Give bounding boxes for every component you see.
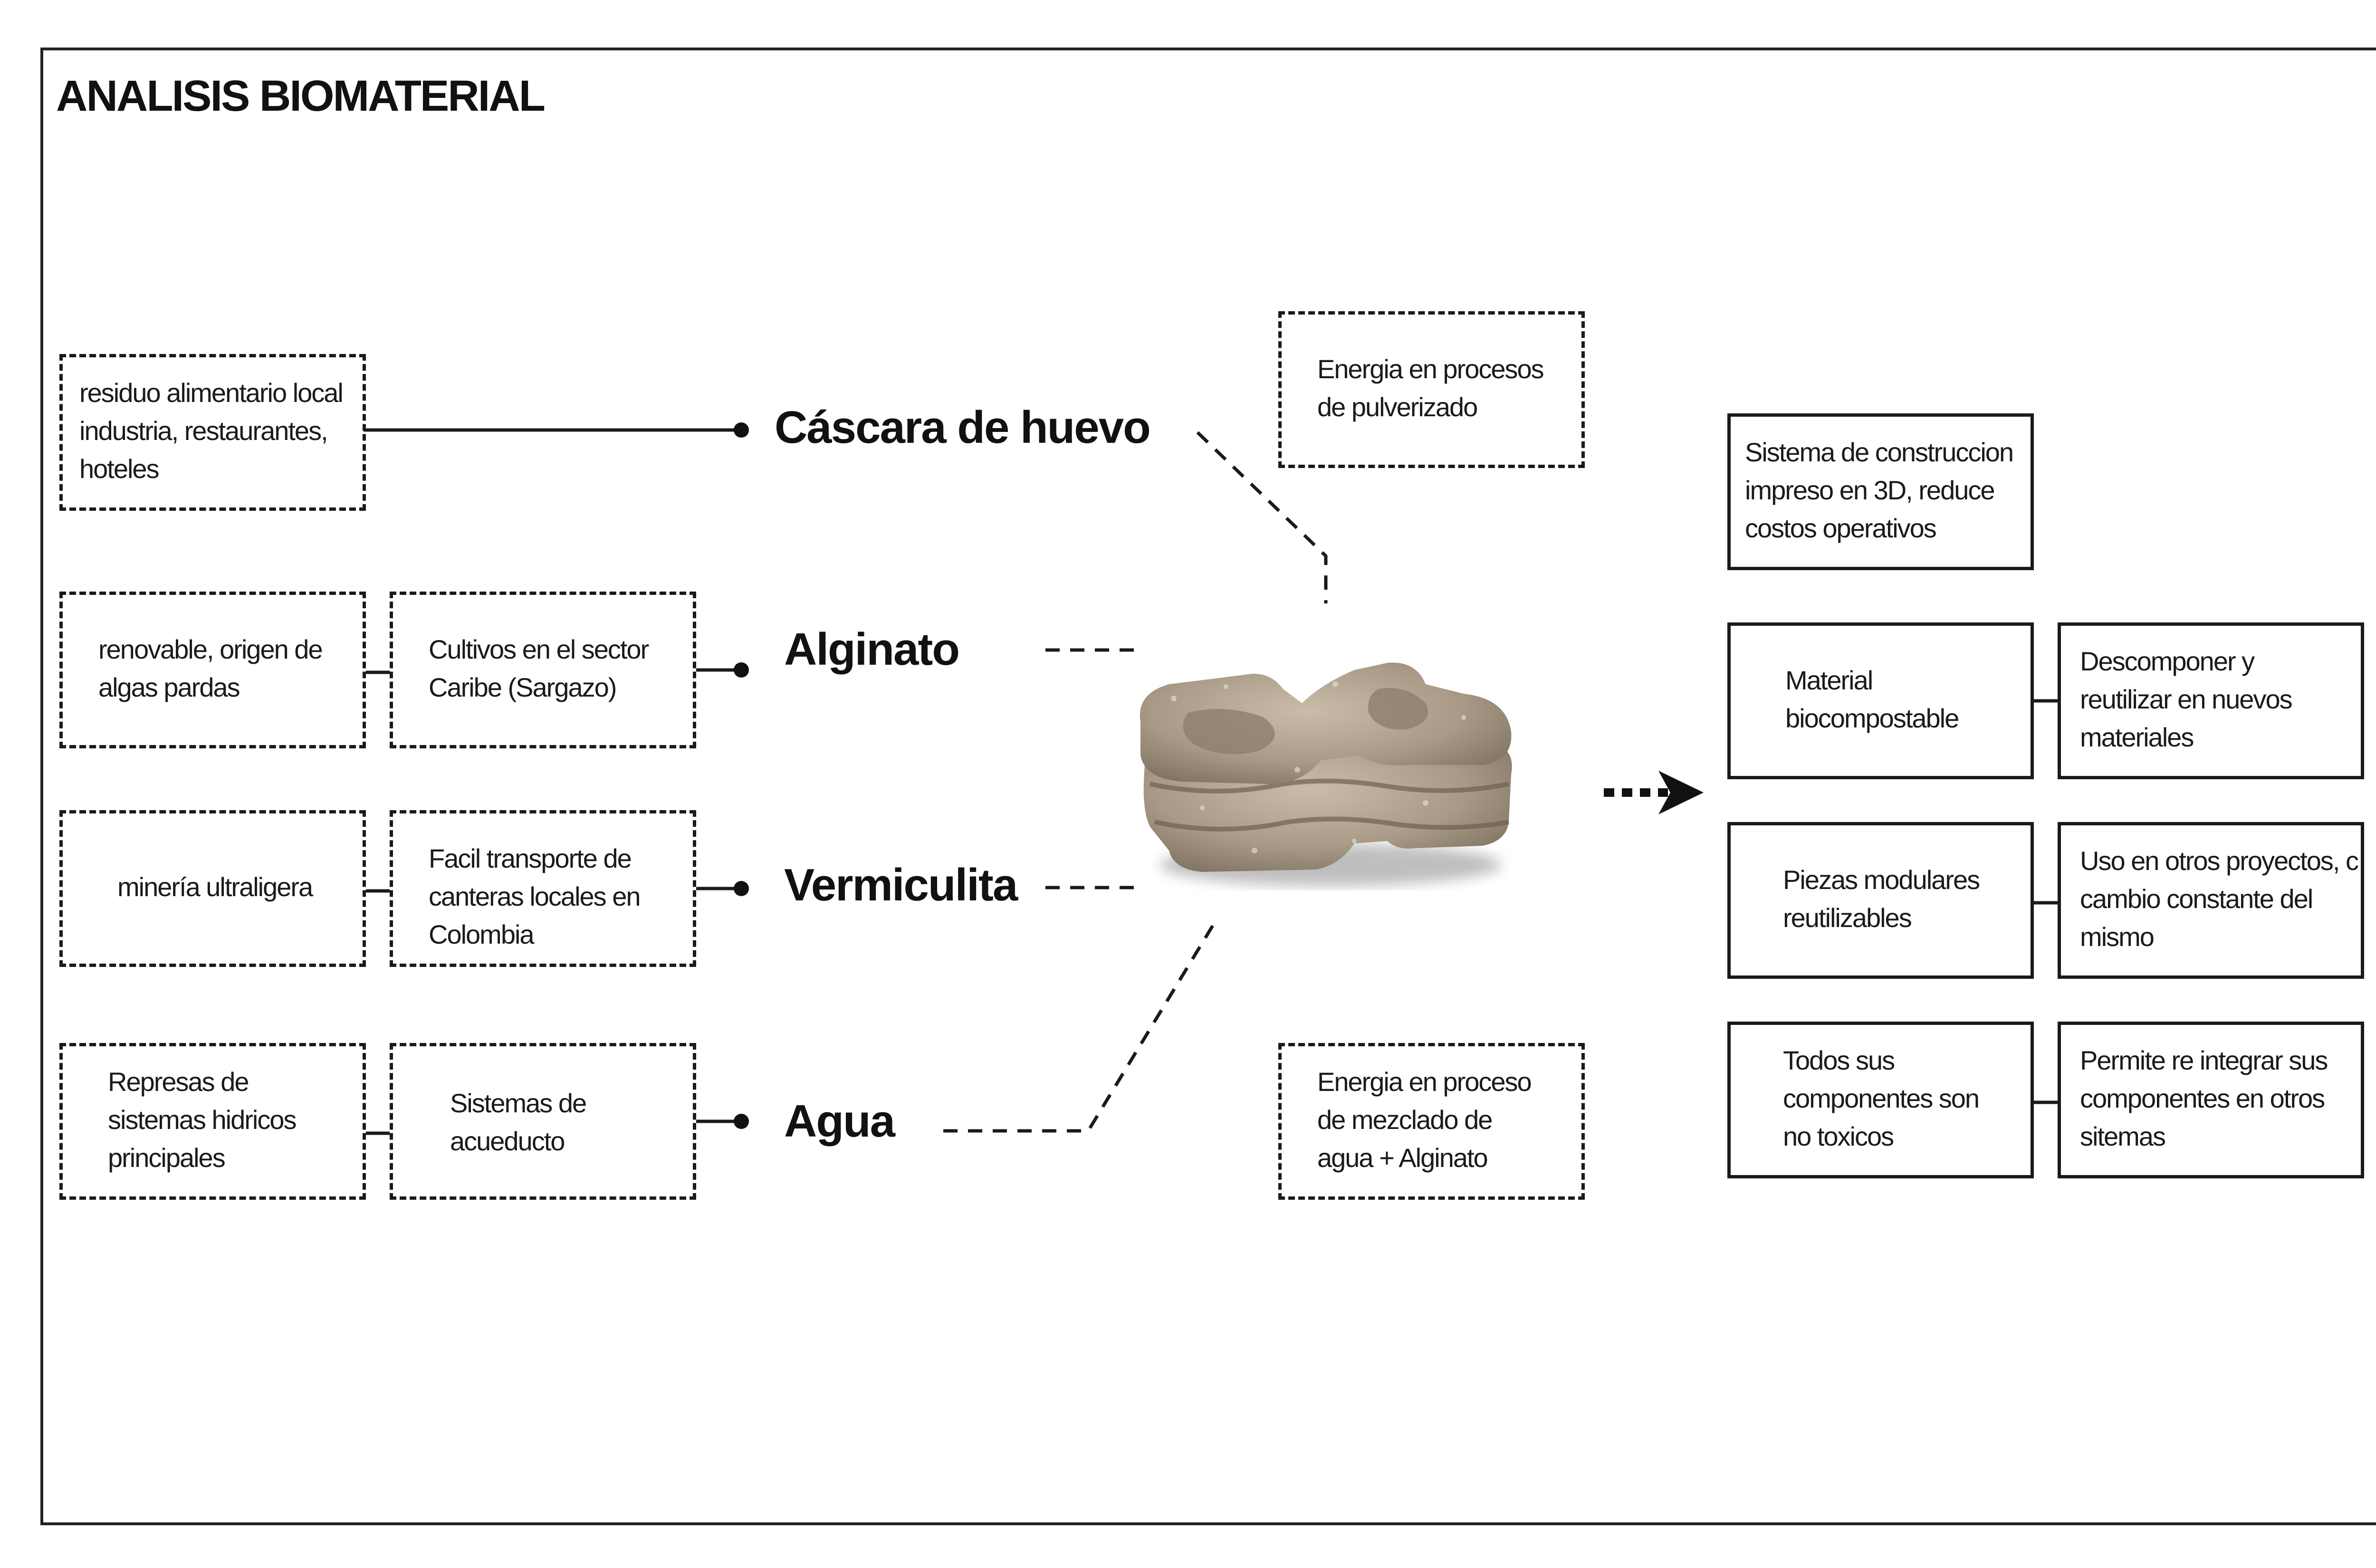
result-box-2: Uso en otros proyectos, c cambio constan… (2058, 822, 2364, 979)
material-label-vermiculita: Vermiculita (784, 860, 1018, 910)
property-box-1: Material biocompostable (1727, 622, 2034, 779)
material-label-agua: Agua (784, 1096, 895, 1147)
dashed-link-agua (943, 918, 1218, 1133)
node-agua (734, 1114, 749, 1129)
biomaterial-block-image (1140, 662, 1512, 886)
supply-box-alginato: Cultivos en el sector Caribe (Sargazo) (390, 592, 696, 748)
page-title: ANALISIS BIOMATERIAL (56, 72, 546, 120)
outcome-system-box: Sistema de construccion impreso en 3D, r… (1727, 413, 2034, 570)
property-box-2: Piezas modulares reutilizables (1727, 822, 2034, 979)
supply-box-agua: Sistemas de acueducto (390, 1043, 696, 1200)
energy-box-bottom: Energia en proceso de mezclado de agua +… (1278, 1043, 1585, 1200)
result-box-1: Descomponer y reutilizar en nuevos mater… (2058, 622, 2364, 779)
node-cascara (734, 422, 749, 438)
material-label-alginato: Alginato (784, 624, 960, 675)
diagram-frame (40, 48, 2376, 1525)
energy-box-top: Energia en procesos de pulverizado (1278, 311, 1585, 468)
dashed-link-cascara (1196, 431, 1328, 603)
arrow-right-icon (1604, 771, 1704, 814)
node-vermiculita (734, 881, 749, 896)
result-box-3: Permite re integrar sus componentes en o… (2058, 1022, 2364, 1178)
source-box-agua: Represas de sistemas hidricos principale… (59, 1043, 366, 1200)
property-box-3: Todos sus componentes son no toxicos (1727, 1022, 2034, 1178)
material-label-cascara: Cáscara de huevo (775, 402, 1151, 453)
source-box-vermiculita: minería ultraligera (59, 810, 366, 967)
source-box-cascara: residuo alimentario local industria, res… (59, 354, 366, 511)
source-box-alginato: renovable, origen de algas pardas (59, 592, 366, 748)
supply-box-vermiculita: Facil transporte de canteras locales en … (390, 810, 696, 967)
node-alginato (734, 662, 749, 678)
